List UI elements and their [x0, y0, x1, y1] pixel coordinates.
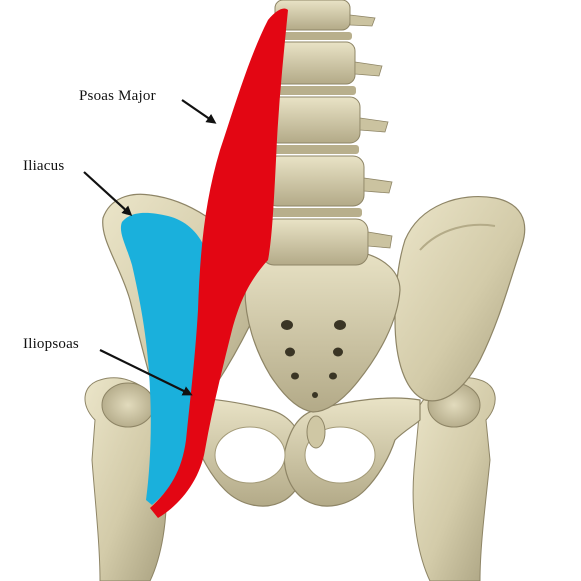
iliopsoas-label: Iliopsoas	[23, 336, 79, 352]
sacral-foramina	[281, 320, 346, 398]
psoas-major-label: Psoas Major	[79, 88, 156, 104]
right-ilium	[394, 196, 526, 402]
iliacus-arrow	[83, 171, 133, 217]
lumbar-spine	[261, 0, 393, 266]
right-femur	[412, 377, 496, 581]
psoas-major-muscle	[150, 8, 288, 518]
iliacus-muscle	[120, 212, 205, 506]
left-femur	[84, 377, 167, 581]
psoas-major-arrow	[181, 99, 217, 124]
iliacus-label: Iliacus	[23, 158, 65, 174]
sacrum	[244, 247, 401, 413]
iliopsoas-arrow	[99, 349, 193, 396]
